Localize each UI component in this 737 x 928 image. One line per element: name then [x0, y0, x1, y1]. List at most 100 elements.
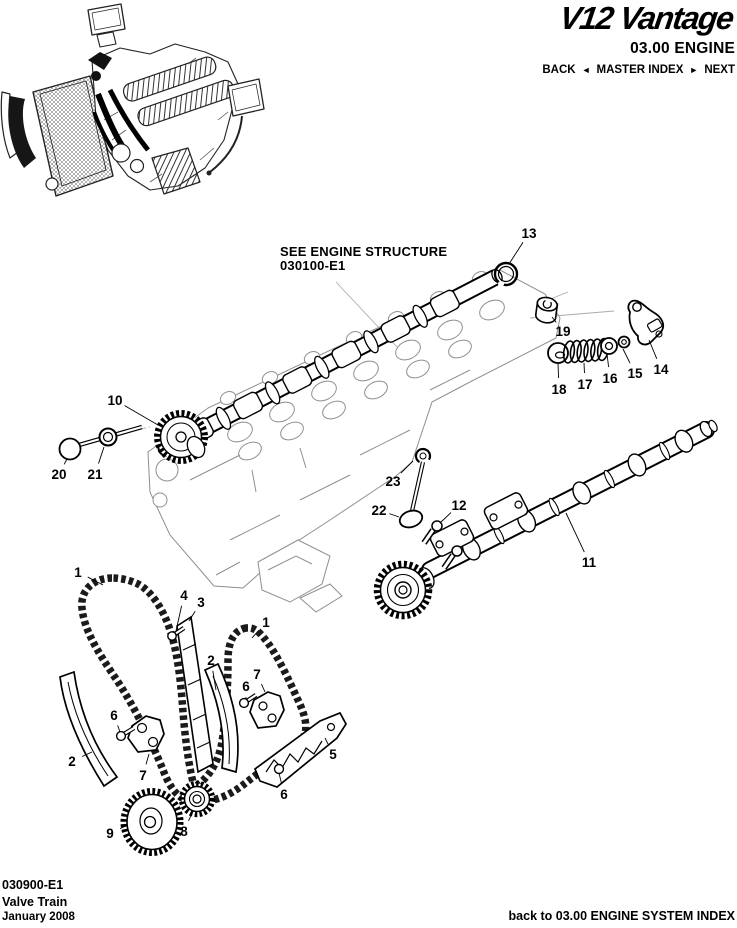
valve-collet-23 [414, 447, 432, 465]
tensioner-bolt-6-right [238, 693, 258, 709]
callout-number: 1 [74, 565, 82, 580]
back-arrow-icon: ◄ [581, 65, 591, 75]
callout-leader-line [622, 348, 631, 364]
callout-leader-line [551, 316, 557, 323]
footer-date: January 2008 [2, 911, 75, 923]
callout-leader-line [389, 513, 400, 518]
diagram-note: SEE ENGINE STRUCTURE 030100-E1 [280, 245, 447, 273]
callout-number: 7 [253, 667, 261, 682]
callout-number: 2 [68, 754, 76, 769]
callout-number: 12 [451, 498, 466, 513]
footer-doc-number: 030900-E1 [2, 878, 64, 892]
intake-camshaft [154, 268, 503, 464]
callout-number: 19 [555, 324, 570, 339]
rocker-arm-14 [627, 299, 665, 346]
tensioner-blade-3 [176, 615, 214, 774]
exhaust-camshaft [373, 419, 718, 620]
callout-number: 14 [653, 362, 669, 377]
callout-leader-line [606, 353, 610, 368]
ecu-box-right [206, 78, 265, 176]
timing-chain-assembly [59, 574, 347, 856]
header-nav: BACK ◄ MASTER INDEX ► NEXT [542, 64, 735, 76]
tensioner-7-right [249, 691, 285, 729]
callout-number: 22 [371, 503, 386, 518]
callout-leader-line [440, 512, 452, 523]
callout-leader-line [98, 446, 105, 464]
callout-leader-line [81, 751, 93, 757]
crank-sprocket-8 [178, 780, 216, 818]
oil-pump-gear-9 [120, 788, 184, 856]
cap-bolt-12 [421, 520, 463, 570]
section-title: 03.00 ENGINE [630, 40, 735, 57]
callout-leader-line [188, 611, 196, 622]
callout-leader-line [648, 339, 658, 360]
brand-logo: V12 Vantage [557, 0, 736, 36]
tensioner-bolt-6-left [115, 726, 136, 742]
spring-seat-16 [600, 337, 618, 355]
callout-leader-line [324, 737, 329, 745]
callout-number: 8 [180, 824, 188, 839]
nav-next-link[interactable]: NEXT [704, 64, 735, 76]
callout-leader-line [400, 460, 414, 474]
callout-number: 6 [242, 679, 250, 694]
callout-leader-line [87, 576, 104, 586]
callout-number: 23 [385, 474, 401, 489]
callout-leader-line [117, 725, 121, 733]
callout-number: 20 [51, 467, 66, 482]
valves [58, 424, 432, 529]
intake-cam-sprocket [154, 410, 208, 464]
diagram-note-line1: SEE ENGINE STRUCTURE [280, 244, 448, 259]
callout-leader-line [188, 810, 194, 822]
callout-number: 1 [262, 615, 270, 630]
callout-leader-line [145, 753, 150, 765]
ecu-box-top [87, 3, 126, 48]
callout-leader-line [63, 458, 68, 465]
callout-leader-line [212, 670, 217, 691]
valve-20 [58, 424, 143, 461]
callout-leader-line [278, 772, 282, 784]
callout-leader-line [119, 825, 127, 830]
callout-leader-line [261, 683, 266, 693]
callout-number: 21 [87, 467, 103, 482]
callout-number: 9 [106, 826, 114, 841]
callout-leader-line [565, 512, 585, 553]
callout-number: 3 [197, 595, 205, 610]
callout-leader-line [175, 605, 183, 632]
cylinder-head [147, 269, 561, 613]
chain-guide-mid-2 [203, 662, 239, 774]
callout-number: 11 [582, 555, 597, 570]
chain-guide-left-2 [59, 670, 119, 788]
nav-master-index-link[interactable]: MASTER INDEX [596, 64, 684, 76]
exhaust-cam-sprocket [373, 560, 435, 620]
callout-number: 15 [627, 366, 643, 381]
callout-leader-line [557, 362, 560, 379]
valve-seal-21 [98, 427, 118, 447]
callout-number: 6 [280, 787, 288, 802]
callout-number: 16 [602, 371, 618, 386]
tensioner-7-left [127, 715, 165, 753]
callout-number: 7 [139, 768, 147, 783]
callout-number: 17 [577, 377, 592, 392]
o-ring-13 [493, 261, 519, 287]
callout-number: 4 [180, 588, 188, 603]
collet-15 [617, 335, 631, 349]
callout-number: 2 [207, 653, 215, 668]
footer-back-link[interactable]: back to 03.00 ENGINE SYSTEM INDEX [508, 909, 735, 923]
callout-number: 18 [551, 382, 567, 397]
footer-doc-title: Valve Train [2, 895, 68, 909]
callout-number: 10 [107, 393, 122, 408]
engine-thumbnail [0, 3, 265, 197]
valve-22 [398, 461, 426, 529]
callout-number: 6 [110, 708, 118, 723]
nav-back-link[interactable]: BACK [542, 64, 576, 76]
chain-guide-5 [253, 711, 347, 788]
next-arrow-icon: ► [689, 65, 699, 75]
callout-leader-line [251, 629, 260, 639]
diagram-note-line2: 030100-E1 [280, 258, 346, 273]
callout-number: 13 [521, 226, 537, 241]
callout-number: 5 [329, 747, 337, 762]
callout-leader-line [124, 405, 159, 426]
